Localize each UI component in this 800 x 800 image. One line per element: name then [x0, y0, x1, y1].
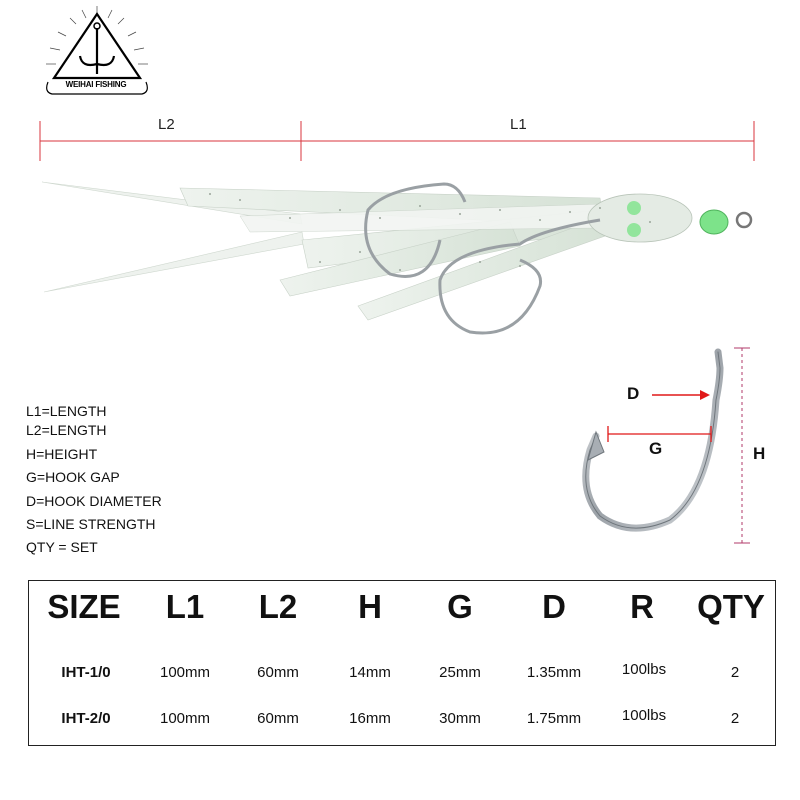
table-cell-qty: 2 — [730, 710, 740, 727]
length-dimension-line — [39, 121, 755, 161]
table-cell-l1: 100mm — [159, 710, 211, 727]
table-header-size: SIZE — [47, 588, 121, 625]
table-cell-r: 100lbs — [621, 707, 667, 724]
hook-height-label: H — [753, 444, 766, 463]
table-header-l1: L1 — [165, 588, 205, 625]
legend-item: QTY = SET — [26, 539, 98, 556]
l2-label: L2 — [158, 116, 175, 133]
hook-gap-label: G — [649, 439, 663, 458]
table-cell-d: 1.35mm — [526, 664, 582, 681]
brand-name: WEIHAI FISHING — [65, 80, 127, 89]
table-cell-d: 1.75mm — [526, 710, 582, 727]
hook-diameter-label: D — [627, 384, 640, 403]
table-cell-g: 30mm — [439, 710, 481, 727]
table-cell-g: 25mm — [439, 664, 481, 681]
table-cell-size: IHT-2/0 — [61, 710, 111, 727]
legend-item: D=HOOK DIAMETER — [26, 492, 162, 509]
table-header-h: H — [358, 588, 382, 625]
legend-item: L1=LENGTH — [26, 403, 107, 419]
brand-logo — [46, 6, 148, 95]
table-cell-l2: 60mm — [257, 710, 299, 727]
table-cell-l2: 60mm — [257, 664, 299, 681]
squid-lure-image — [41, 181, 753, 335]
legend-item: L2=LENGTH — [26, 422, 107, 439]
table-cell-qty: 2 — [730, 664, 740, 681]
legend-item: H=HEIGHT — [26, 445, 98, 462]
spec-table — [28, 580, 776, 746]
abbreviation-legend: L1=LENGTH L2=LENGTH H=HEIGHT G=HOOK GAP … — [26, 400, 162, 560]
table-cell-l1: 100mm — [159, 664, 211, 681]
hook-diagram — [582, 347, 750, 544]
legend-item: S=LINE STRENGTH — [26, 516, 156, 533]
table-header-qty: QTY — [697, 588, 765, 625]
legend-item: G=HOOK GAP — [26, 469, 120, 486]
table-header-l2: L2 — [258, 588, 298, 625]
table-header-r: R — [630, 588, 654, 625]
table-cell-size: IHT-1/0 — [61, 664, 111, 681]
table-cell-h: 14mm — [349, 664, 391, 681]
table-header-d: D — [542, 588, 566, 625]
table-cell-r: 100lbs — [621, 661, 667, 678]
table-header-g: G — [447, 588, 473, 625]
table-cell-h: 16mm — [349, 710, 391, 727]
l1-label: L1 — [510, 116, 527, 133]
